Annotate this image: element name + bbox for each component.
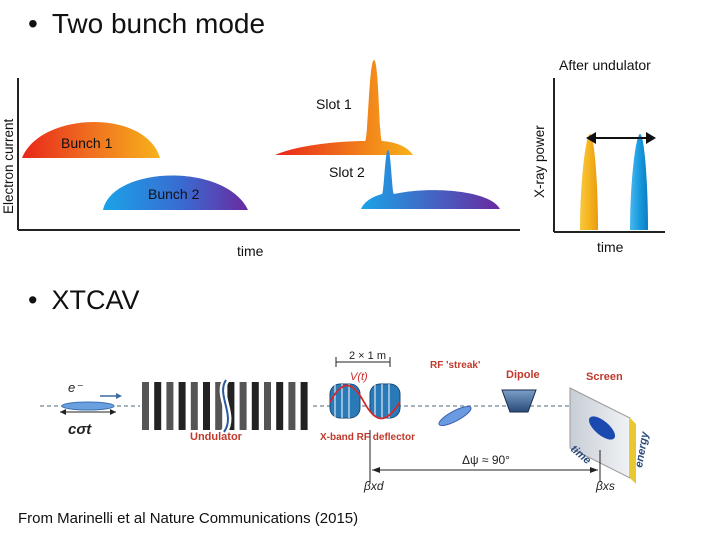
undulator-label: Undulator bbox=[190, 431, 243, 443]
bunch-1-shape bbox=[22, 121, 160, 158]
undulator-magnet bbox=[203, 382, 210, 430]
undulator-magnet bbox=[215, 382, 223, 430]
bullet-dot: • bbox=[28, 8, 38, 39]
rf-streak-label: RF 'streak' bbox=[430, 360, 480, 371]
page-title-text: Two bunch mode bbox=[51, 8, 266, 39]
undulator bbox=[140, 378, 312, 435]
electron-current-label: Electron current bbox=[1, 118, 16, 214]
undulator-magnet bbox=[276, 382, 284, 430]
xray-pulse-blue bbox=[630, 134, 648, 230]
undulator-magnet bbox=[190, 382, 198, 430]
undulator-magnet bbox=[166, 382, 174, 430]
undulator-magnet bbox=[154, 382, 162, 430]
slot-1-label: Slot 1 bbox=[316, 96, 352, 112]
bullet-dot: • bbox=[28, 285, 38, 315]
bunch-2-shape bbox=[103, 175, 248, 210]
right-time-label: time bbox=[597, 239, 624, 255]
electron-bunch bbox=[61, 401, 115, 411]
undulator-magnet bbox=[239, 382, 247, 430]
slot-2-shape bbox=[361, 150, 500, 209]
length-label: 2 × 1 m bbox=[349, 350, 386, 362]
after-undulator-label: After undulator bbox=[559, 57, 651, 73]
xtcav-heading: • XTCAV bbox=[28, 285, 139, 316]
phase-advance-label: Δψ ≈ 90° bbox=[462, 453, 510, 467]
undulator-magnet bbox=[288, 382, 296, 430]
undulator-magnet bbox=[142, 382, 149, 430]
beta-screen-label: βxs bbox=[595, 479, 615, 493]
undulator-magnet bbox=[227, 382, 235, 430]
electron-label: e⁻ bbox=[68, 380, 83, 395]
streaked-bunch bbox=[438, 405, 472, 427]
xray-power-axes bbox=[553, 78, 665, 233]
slot-1-shape bbox=[275, 60, 413, 155]
screen-spot bbox=[588, 416, 616, 440]
xray-pulse-yellow bbox=[580, 134, 598, 230]
slot-2-label: Slot 2 bbox=[329, 164, 365, 180]
screen-label: Screen bbox=[586, 371, 623, 383]
electron-current-axes bbox=[17, 78, 520, 231]
two-bunch-diagram bbox=[17, 60, 665, 233]
bunch-1-label: Bunch 1 bbox=[61, 135, 113, 151]
xtcav-schematic: e⁻ cσt Undulator 2 × 1 m V(t) X-band RF … bbox=[40, 350, 651, 493]
xtcav-heading-text: XTCAV bbox=[51, 285, 140, 315]
bunch-2-label: Bunch 2 bbox=[148, 186, 200, 202]
credit-text: From Marinelli et al Nature Communicatio… bbox=[18, 510, 359, 527]
voltage-label: V(t) bbox=[350, 371, 368, 383]
undulator-magnet bbox=[264, 382, 271, 430]
xray-power-label: X-ray power bbox=[532, 125, 547, 198]
undulator-magnet bbox=[178, 382, 186, 430]
dipole-magnet bbox=[501, 389, 537, 413]
pulse-separation-arrow bbox=[586, 132, 656, 144]
dipole-label: Dipole bbox=[506, 369, 540, 381]
undulator-magnet bbox=[300, 382, 308, 430]
rf-deflector bbox=[329, 383, 401, 420]
screen bbox=[569, 387, 636, 484]
undulator-magnet bbox=[251, 382, 259, 430]
rf-deflector-label: X-band RF deflector bbox=[320, 432, 415, 443]
bunch-length-label: cσt bbox=[68, 421, 92, 438]
page-title: • Two bunch mode bbox=[28, 8, 265, 40]
left-time-label: time bbox=[237, 243, 264, 259]
beta-deflector-label: βxd bbox=[363, 479, 384, 493]
